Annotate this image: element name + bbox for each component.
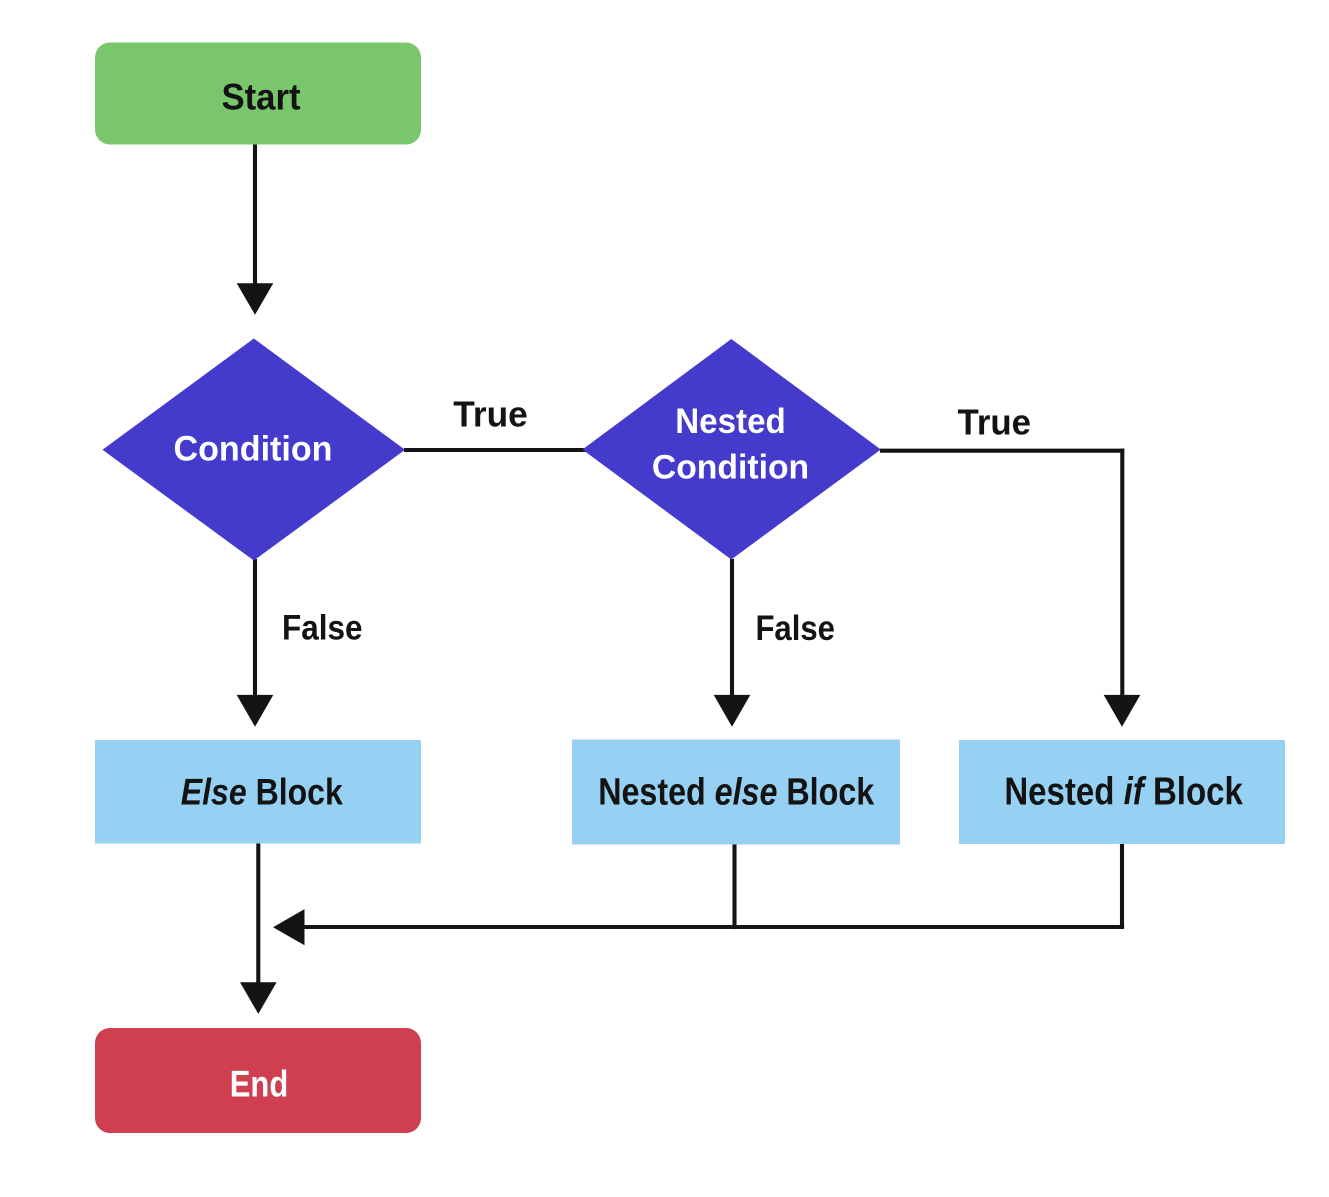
svg-text:Condition: Condition: [652, 449, 809, 487]
svg-text:Nested: Nested: [675, 401, 786, 441]
svg-text:Nested if Block: Nested if Block: [1004, 771, 1243, 814]
svg-text:Else Block: Else Block: [181, 771, 343, 812]
svg-text:Nested else Block: Nested else Block: [598, 772, 875, 814]
svg-text:False: False: [755, 609, 835, 648]
svg-text:False: False: [282, 609, 363, 648]
svg-text:True: True: [453, 394, 528, 435]
svg-text:True: True: [958, 403, 1032, 443]
svg-text:End: End: [230, 1063, 289, 1104]
svg-text:Start: Start: [222, 76, 301, 118]
svg-text:Condition: Condition: [174, 430, 333, 469]
